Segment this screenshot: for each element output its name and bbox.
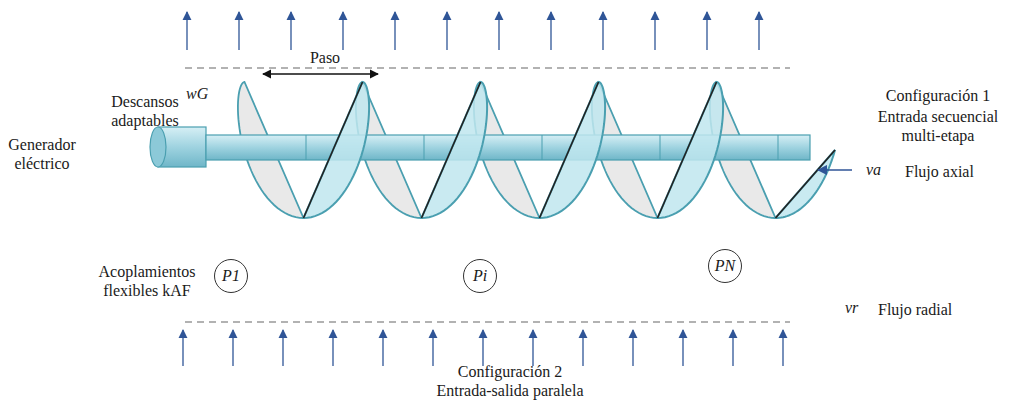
flow-arrow bbox=[632, 330, 633, 366]
flow-arrow bbox=[482, 330, 483, 366]
label: Acoplamientos flexibles kAF bbox=[92, 262, 202, 300]
flow-arrow bbox=[394, 12, 395, 50]
flow-arrow bbox=[758, 12, 759, 50]
blade-edge bbox=[422, 82, 481, 218]
flow-arrow bbox=[182, 330, 183, 366]
flow-arrow bbox=[550, 12, 551, 50]
stage-circle: Pi bbox=[463, 259, 497, 293]
flow-arrow bbox=[382, 330, 383, 366]
stage-label: Pi bbox=[473, 267, 487, 285]
label: Configuración 2 bbox=[390, 362, 630, 381]
label: wG bbox=[186, 84, 216, 103]
channel-boundary bbox=[185, 67, 790, 68]
blade-front bbox=[422, 82, 488, 218]
flow-arrow bbox=[332, 330, 333, 366]
label: Descansos adaptables bbox=[95, 92, 195, 130]
stage-label: PN bbox=[715, 257, 735, 275]
channel-boundary bbox=[185, 321, 790, 322]
flow-arrow bbox=[238, 12, 239, 50]
helix-blades-front bbox=[304, 82, 836, 218]
pitch-dimension bbox=[263, 73, 378, 74]
blade-front bbox=[540, 82, 606, 218]
blade-edge bbox=[540, 82, 599, 218]
label: va bbox=[866, 160, 888, 179]
flow-arrow bbox=[432, 330, 433, 366]
label: vr bbox=[845, 298, 867, 317]
flow-arrow bbox=[532, 330, 533, 366]
label: Entrada secuencial multi-etapa bbox=[873, 107, 1003, 145]
generator bbox=[150, 127, 206, 167]
flow-arrow bbox=[602, 12, 603, 50]
label: Configuración 1 bbox=[868, 86, 1008, 105]
label: Generador eléctrico bbox=[2, 135, 82, 173]
flow-arrow bbox=[782, 330, 783, 366]
blade-edge bbox=[304, 82, 363, 218]
flow-arrow bbox=[290, 12, 291, 50]
flow-arrow bbox=[732, 330, 733, 366]
axial-flow-arrow bbox=[818, 169, 852, 171]
flow-arrow bbox=[342, 12, 343, 50]
flow-arrow bbox=[186, 12, 187, 50]
stage-label: P1 bbox=[222, 267, 240, 285]
flow-arrow bbox=[582, 330, 583, 366]
flow-arrow bbox=[654, 12, 655, 50]
radial-flow-arrows bbox=[187, 12, 759, 50]
flow-arrow bbox=[682, 330, 683, 366]
label: Paso bbox=[300, 48, 350, 67]
blade-front bbox=[304, 82, 370, 218]
flow-arrow bbox=[446, 12, 447, 50]
flow-arrow bbox=[498, 12, 499, 50]
label: Flujo radial bbox=[878, 300, 988, 319]
flow-arrow bbox=[706, 12, 707, 50]
label: Flujo axial bbox=[905, 162, 1005, 181]
radial-flow-arrows bbox=[183, 330, 783, 366]
flow-arrow bbox=[232, 330, 233, 366]
stage-circle: PN bbox=[708, 249, 742, 283]
flow-arrow bbox=[282, 330, 283, 366]
stage-circle: P1 bbox=[214, 259, 248, 293]
label: Entrada-salida paralela bbox=[370, 381, 650, 400]
blade-front bbox=[776, 150, 836, 218]
blade-edge bbox=[776, 150, 836, 218]
blade-front bbox=[658, 82, 724, 218]
blade-edge bbox=[658, 82, 717, 218]
